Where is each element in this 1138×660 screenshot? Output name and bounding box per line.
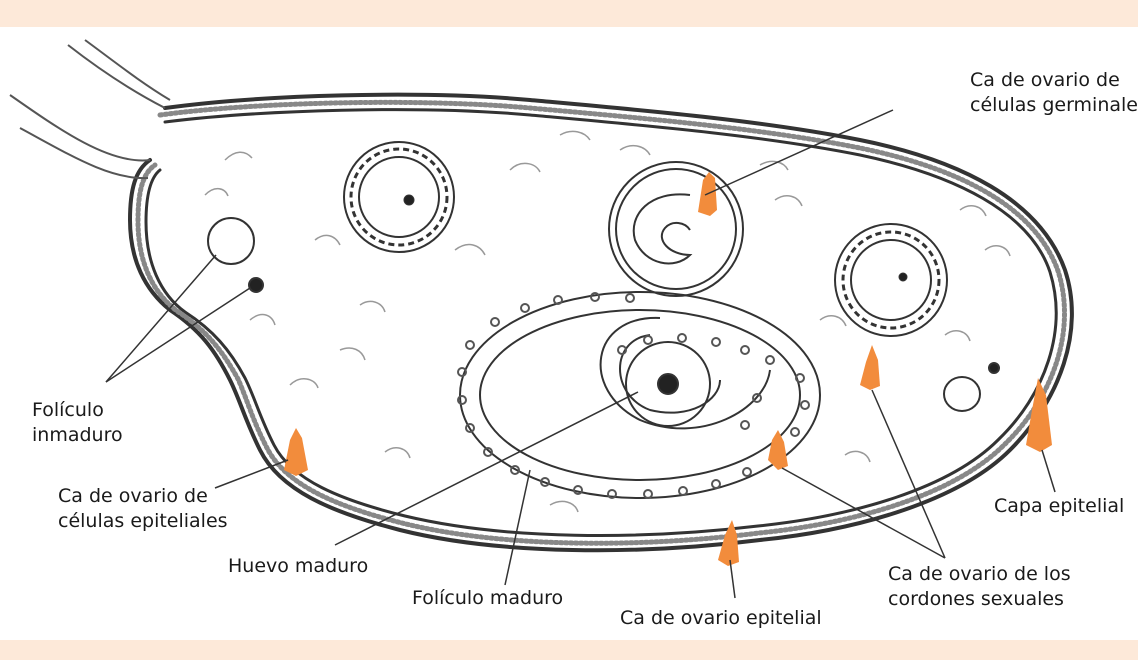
label-mature-egg: Huevo maduro (228, 554, 368, 579)
label-germ-cell: Ca de ovario de células germinales (970, 68, 1138, 118)
leader-lines (106, 110, 1055, 598)
stroma-marks (205, 131, 1010, 512)
label-sex-cords: Ca de ovario de los cordones sexuales (888, 562, 1071, 612)
ligament-lines (10, 40, 170, 178)
label-germ-cell-line1: Ca de ovario de (970, 68, 1138, 93)
label-mature-follicle: Folículo maduro (412, 586, 563, 611)
label-sex-cords-line2: cordones sexuales (888, 587, 1071, 612)
label-immature-follicle-line2: inmaduro (32, 423, 123, 448)
follicle-germinal (609, 162, 743, 296)
label-epithelial-layer-text: Capa epitelial (994, 494, 1124, 519)
follicle-right (835, 224, 947, 336)
ovary-wall (130, 95, 1072, 551)
label-germ-cell-line2: células germinales (970, 93, 1138, 118)
label-epithelial-ca-text: Ca de ovario epitelial (620, 606, 822, 631)
label-mature-follicle-text: Folículo maduro (412, 586, 563, 611)
label-immature-follicle: Folículo inmaduro (32, 398, 123, 448)
label-epithelial-layer: Capa epitelial (994, 494, 1124, 519)
label-mature-egg-text: Huevo maduro (228, 554, 368, 579)
label-epithelial-cells-line1: Ca de ovario de (58, 484, 228, 509)
marker-sex-cord-2 (768, 430, 788, 470)
label-sex-cords-line1: Ca de ovario de los (888, 562, 1071, 587)
label-epithelial-ca: Ca de ovario epitelial (620, 606, 822, 631)
marker-epithelial-cells (284, 428, 308, 476)
label-epithelial-cells-line2: células epiteliales (58, 509, 228, 534)
cancer-site-markers (284, 172, 1052, 566)
label-epithelial-cells: Ca de ovario de células epiteliales (58, 484, 228, 534)
marker-sex-cord-1 (860, 345, 880, 390)
follicle-top-left (344, 142, 454, 252)
label-immature-follicle-line1: Folículo (32, 398, 123, 423)
